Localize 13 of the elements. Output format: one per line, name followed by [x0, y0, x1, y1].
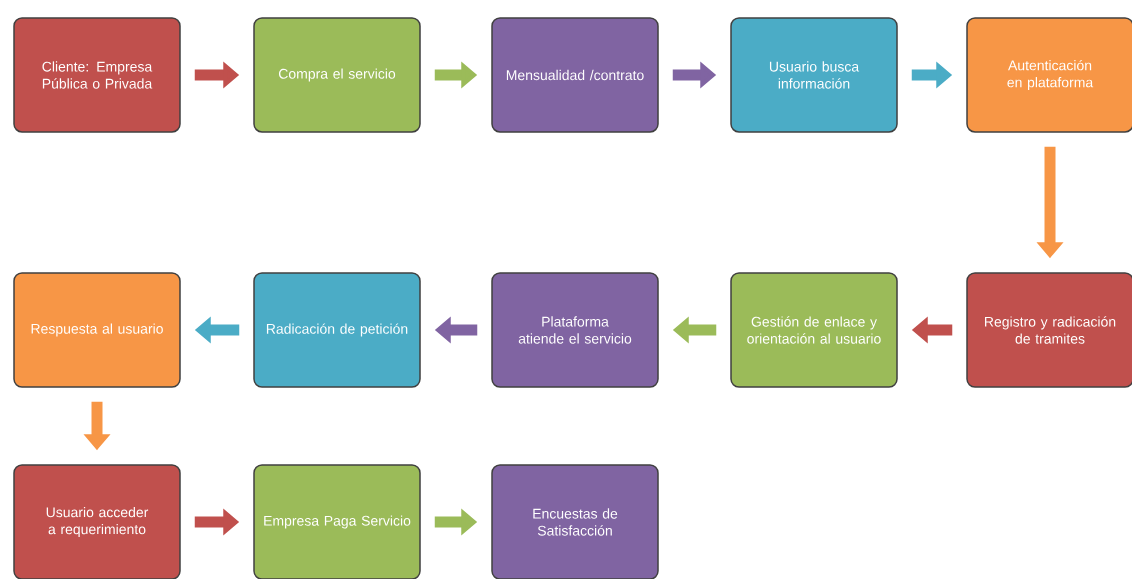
process-box: Registro y radicación de tramites — [966, 272, 1132, 388]
process-box: Encuestas de Satisfacción — [491, 464, 659, 579]
process-box: Radicación de petición — [253, 272, 421, 388]
process-box: Respuesta al usuario — [13, 272, 181, 388]
process-box: Usuario acceder a requerimiento — [13, 464, 181, 579]
process-box: Usuario busca información — [730, 17, 898, 133]
process-box: Cliente: Empresa Pública o Privada — [13, 17, 181, 133]
process-box: Compra el servicio — [253, 17, 421, 133]
process-box: Autenticación en plataforma — [966, 17, 1132, 133]
process-box: Empresa Paga Servicio — [253, 464, 421, 579]
process-box: Plataforma atiende el servicio — [491, 272, 659, 388]
process-box: Mensualidad /contrato — [491, 17, 659, 133]
process-box: Gestión de enlace y orientación al usuario — [730, 272, 898, 388]
